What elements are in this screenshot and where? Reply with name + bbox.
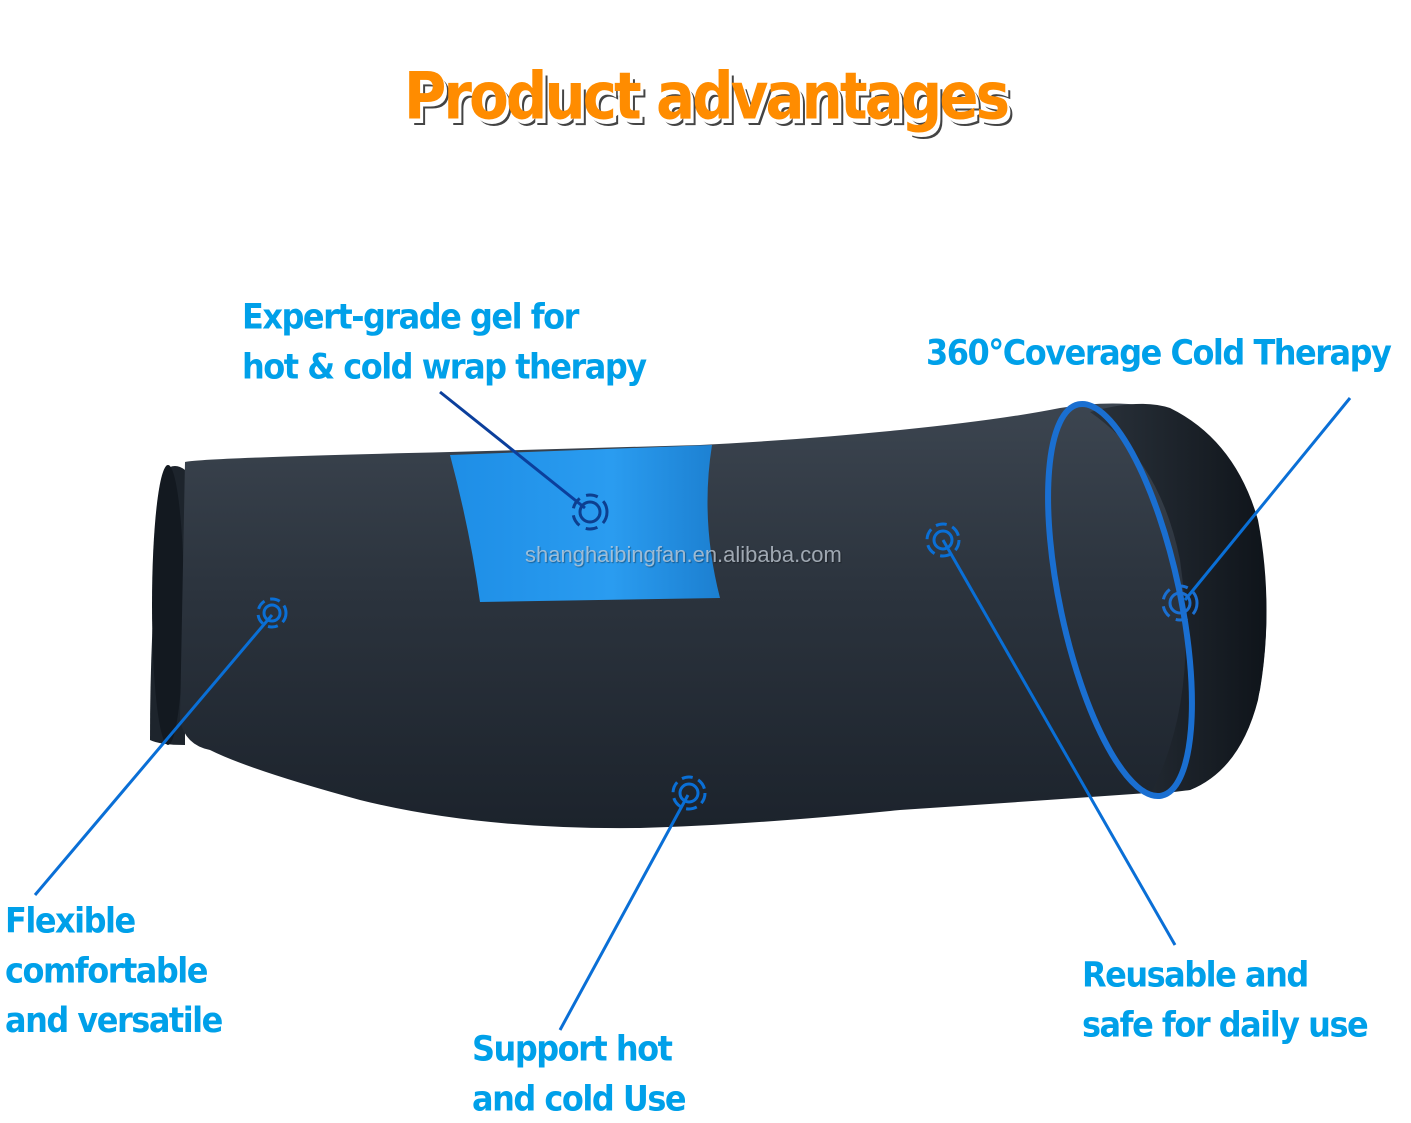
feature-flexible-line-1: Flexible: [5, 900, 136, 942]
page-title: Product advantages: [403, 57, 1010, 135]
feature-reusable-line-1: Reusable and: [1082, 954, 1309, 996]
sleeve-right-end: [1090, 403, 1267, 795]
sleeve-left-opening: [150, 466, 185, 745]
feature-gel-line-1: Expert-grade gel for: [242, 296, 579, 338]
feature-gel: Expert-grade gel for hot & cold wrap the…: [242, 292, 647, 391]
feature-coverage: 360°Coverage Cold Therapy: [926, 328, 1392, 378]
sleeve-body: [180, 403, 1267, 829]
gel-window: [450, 445, 720, 602]
target-ring-icon: [1161, 584, 1199, 622]
feature-coverage-line-1: 360°Coverage Cold Therapy: [926, 332, 1392, 374]
feature-flexible-line-2: comfortable: [5, 950, 208, 992]
feature-hot-cold-line-1: Support hot: [472, 1028, 673, 1070]
watermark: shanghaibingfan.en.alibaba.com: [525, 542, 842, 567]
feature-hot-cold: Support hot and cold Use: [472, 1024, 687, 1123]
feature-flexible: Flexible comfortable and versatile: [5, 896, 223, 1045]
target-ring-icon: [571, 493, 609, 531]
feature-reusable: Reusable and safe for daily use: [1082, 950, 1369, 1049]
target-ring-icon: [925, 522, 961, 558]
target-ring-icon: [671, 775, 707, 811]
target-ring-icon: [256, 597, 288, 629]
coverage-ring: [1045, 400, 1195, 800]
feature-reusable-line-2: safe for daily use: [1082, 1004, 1369, 1046]
feature-gel-line-2: hot & cold wrap therapy: [242, 346, 647, 388]
feature-hot-cold-line-2: and cold Use: [472, 1078, 687, 1120]
feature-flexible-line-3: and versatile: [5, 999, 223, 1041]
